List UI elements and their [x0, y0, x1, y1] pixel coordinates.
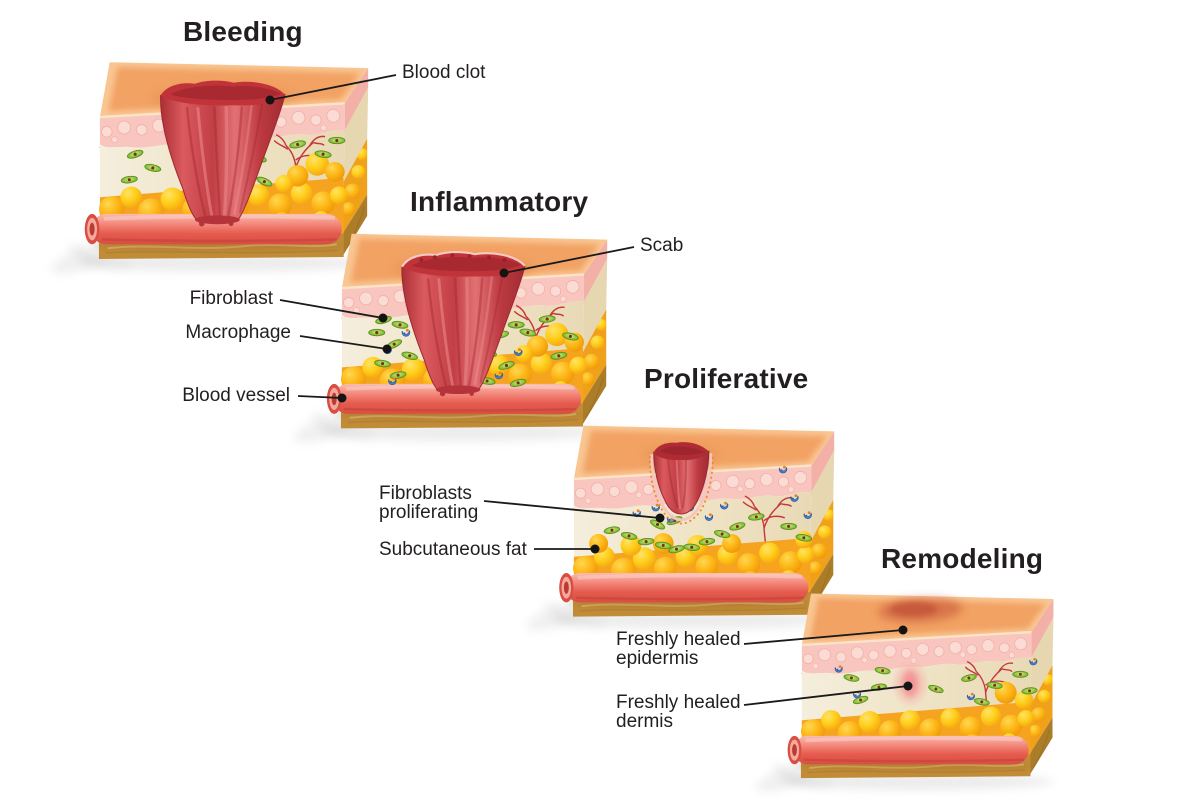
callout-label-freshly-healed-dermis: Freshly healed dermis [616, 692, 741, 733]
callout-label-fibroblast: Fibroblast [189, 288, 273, 309]
scab [401, 251, 526, 397]
fibroblast-cells [368, 315, 579, 388]
callout-label-subcutaneous-fat: Subcutaneous fat [379, 539, 527, 560]
stage-title-remodeling: Remodeling [881, 543, 1044, 574]
side-face [342, 68, 369, 257]
fibroblast-cells [120, 136, 346, 187]
blood-vessel [84, 213, 344, 251]
side-face [582, 239, 608, 426]
scab-shrinking [649, 442, 714, 525]
skin-block-proliferative [526, 425, 835, 631]
stage-title-bleeding: Bleeding [183, 16, 303, 47]
skin-block-bleeding [51, 62, 369, 274]
blood-clot [160, 80, 286, 227]
stage-title-proliferative: Proliferative [644, 363, 809, 394]
healed-dermis-glow [890, 658, 930, 709]
fibroblast-cells [603, 513, 813, 554]
macrophage-cells [834, 657, 1038, 701]
callout-label-scab: Scab [640, 235, 684, 256]
callout-label-blood-clot: Blood clot [402, 62, 486, 83]
blood-vessel [787, 735, 1031, 770]
callout-label-blood-vessel: Blood vessel [182, 385, 290, 406]
callout-label-fibroblasts-proliferating: Fibroblasts proliferating [379, 483, 479, 524]
side-face [1029, 599, 1054, 776]
stage-title-inflammatory: Inflammatory [410, 186, 589, 217]
blood-vessel [559, 572, 811, 609]
callout-label-freshly-healed-epidermis: Freshly healed epidermis [616, 629, 741, 670]
skin-block-inflammatory [293, 233, 608, 443]
skin-block-remodeling [756, 593, 1054, 792]
callout-label-macrophage: Macrophage [185, 322, 291, 343]
healed-scar-patch [878, 597, 963, 623]
